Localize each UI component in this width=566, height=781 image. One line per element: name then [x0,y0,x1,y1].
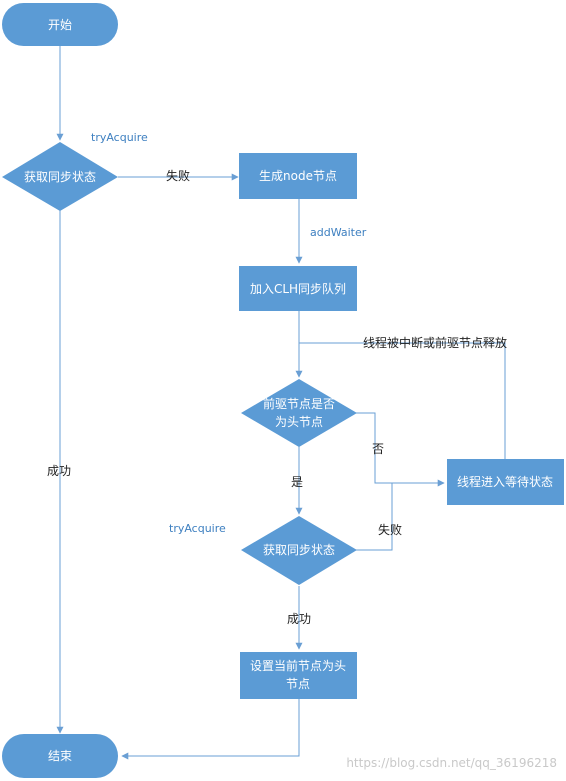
waiting-box [447,459,564,505]
acquire-decision-diamond [2,142,118,211]
check-prev-label-line1: 前驱节点是否 [263,396,335,411]
set-head-label-line1: 设置当前节点为头 [250,658,346,673]
acquire2-label: 获取同步状态 [263,543,335,557]
node-acquire-state-1: 获取同步状态 [2,142,118,211]
success-label-1: 成功 [47,464,71,478]
edge-check-prev-no-to-waiting [356,412,445,487]
interrupt-or-release-label: 线程被中断或前驱节点释放 [363,335,507,350]
start-terminator [2,3,118,46]
waiting-label: 线程进入等待状态 [457,474,553,489]
edge-acquire2-fail-to-waiting [356,483,393,551]
node-enqueue-clh: 加入CLH同步队列 [239,266,357,311]
create-node-box [239,153,357,199]
create-node-label: 生成node节点 [259,169,337,183]
add-waiter-label: addWaiter [310,226,367,239]
node-acquire-state-2: 获取同步状态 [241,516,357,585]
acquire2-diamond [241,516,357,585]
edge-waiting-loop-back [299,342,506,459]
enqueue-label: 加入CLH同步队列 [250,281,346,296]
connectors [56,46,506,760]
try-acquire-label-1: tryAcquire [91,131,148,144]
node-check-prev-head: 前驱节点是否 为头节点 [241,379,357,447]
check-prev-label-line2: 为头节点 [275,415,323,429]
end-terminator [2,734,118,778]
node-start: 开始 [2,3,118,46]
try-acquire-label-2: tryAcquire [169,522,226,535]
edge-labels: tryAcquire 失败 addWaiter 线程被中断或前驱节点释放 否 是… [47,131,507,626]
node-set-head: 设置当前节点为头 节点 [240,652,357,699]
node-create-node: 生成node节点 [239,153,357,199]
end-label: 结束 [48,749,72,763]
yes-label: 是 [291,475,303,489]
enqueue-box [239,266,357,311]
node-waiting: 线程进入等待状态 [447,459,564,505]
set-head-box [240,652,357,699]
acquire-label: 获取同步状态 [24,170,96,184]
check-prev-diamond [241,379,357,447]
watermark: https://blog.csdn.net/qq_36196218 [346,756,557,770]
success-label-2: 成功 [287,612,311,626]
start-label: 开始 [48,18,72,32]
no-label: 否 [372,442,384,456]
set-head-label-line2: 节点 [286,677,310,691]
fail-label-2: 失败 [378,522,402,537]
edge-set-head-to-end [121,699,300,760]
node-end: 结束 [2,734,118,778]
fail-label-1: 失败 [166,168,190,183]
